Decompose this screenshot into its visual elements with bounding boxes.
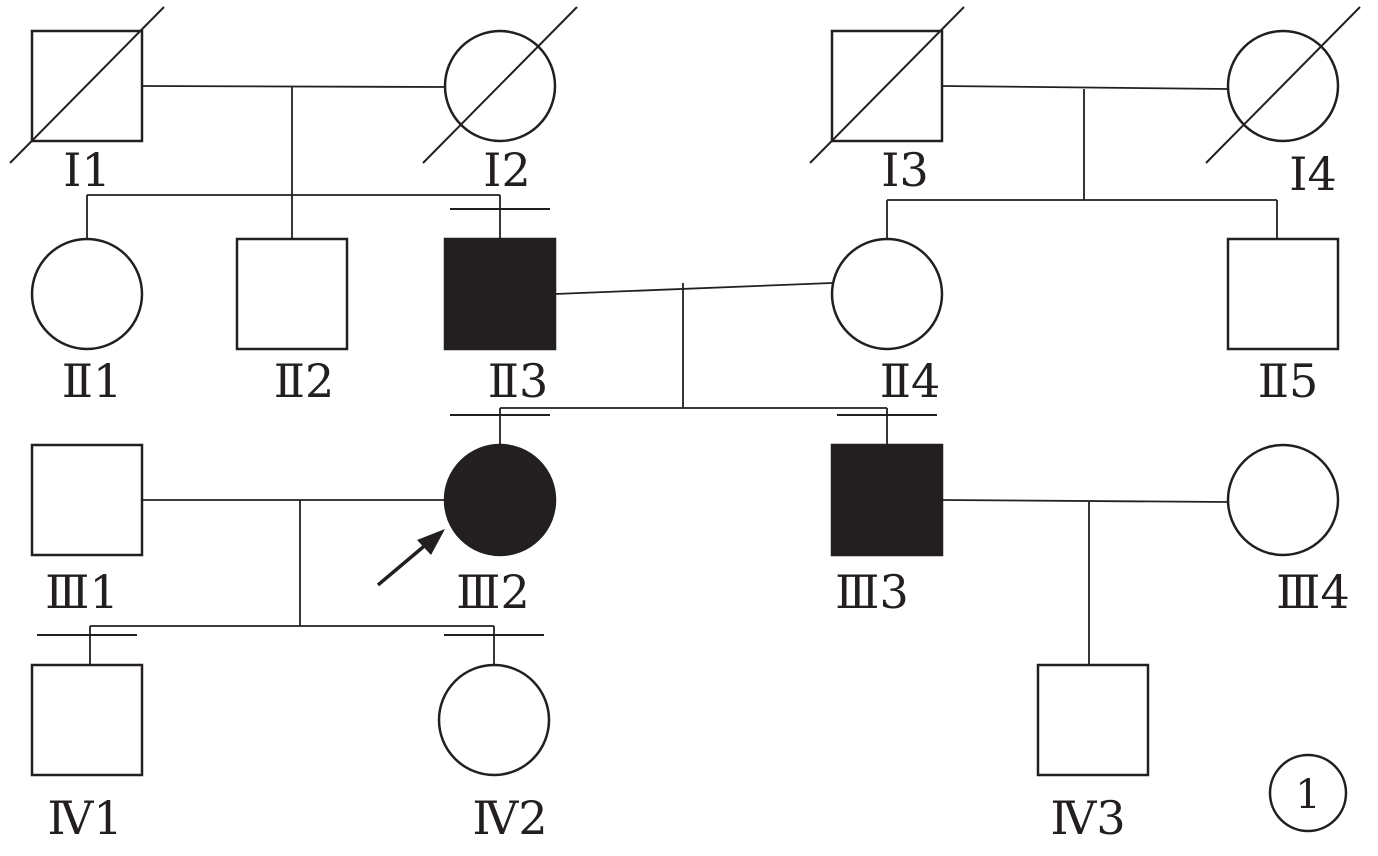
male-square-symbol bbox=[235, 237, 349, 351]
deceased-slash bbox=[809, 6, 965, 164]
female-circle-symbol bbox=[437, 663, 551, 777]
proband-arrow-head bbox=[417, 529, 445, 555]
panel-marker-circle bbox=[1268, 753, 1348, 833]
male-square-symbol bbox=[30, 663, 144, 777]
label-i3: Ⅰ3 bbox=[881, 143, 928, 197]
individual-ii2 bbox=[235, 237, 349, 351]
panel-marker: 1 bbox=[1268, 753, 1348, 833]
mating-line-ii3-ii4 bbox=[554, 282, 833, 295]
individual-i3 bbox=[809, 6, 965, 164]
label-i4: Ⅰ4 bbox=[1289, 147, 1336, 201]
individual-iii3 bbox=[830, 414, 944, 557]
deceased-slash bbox=[1205, 6, 1361, 164]
relationship-lines bbox=[86, 85, 1278, 665]
label-iii4: Ⅲ4 bbox=[1276, 565, 1350, 619]
female-circle-symbol bbox=[830, 237, 944, 351]
label-ii3: Ⅱ3 bbox=[488, 354, 549, 408]
label-iii1: Ⅲ1 bbox=[45, 565, 119, 619]
label-i2: Ⅰ2 bbox=[483, 143, 530, 197]
label-ii4: Ⅱ4 bbox=[880, 354, 941, 408]
label-ii1: Ⅱ1 bbox=[62, 354, 123, 408]
label-iv1: Ⅳ1 bbox=[47, 791, 122, 845]
mating-line-iii3-iii4 bbox=[941, 499, 1229, 503]
female-circle-symbol bbox=[1226, 29, 1340, 143]
label-iv2: Ⅳ2 bbox=[472, 791, 547, 845]
individuals bbox=[9, 6, 1361, 777]
individual-i2 bbox=[422, 6, 578, 164]
label-ii2: Ⅱ2 bbox=[274, 354, 335, 408]
label-iii2: Ⅲ2 bbox=[456, 565, 530, 619]
male-square-symbol bbox=[830, 443, 944, 557]
individual-iv3 bbox=[1036, 663, 1150, 777]
individual-iv1 bbox=[30, 634, 144, 777]
male-square-symbol bbox=[830, 29, 944, 143]
male-square-symbol bbox=[30, 443, 144, 557]
female-circle-symbol bbox=[1226, 443, 1340, 557]
individual-i4 bbox=[1205, 6, 1361, 164]
deceased-slash bbox=[422, 6, 578, 164]
label-ii5: Ⅱ5 bbox=[1258, 354, 1319, 408]
female-circle-symbol bbox=[443, 29, 557, 143]
label-iii3: Ⅲ3 bbox=[835, 565, 909, 619]
mating-line-i3-i4 bbox=[941, 85, 1229, 90]
label-i1: Ⅰ1 bbox=[63, 143, 110, 197]
individual-iv2 bbox=[437, 634, 551, 777]
individual-ii3 bbox=[443, 208, 557, 351]
individual-ii4 bbox=[830, 237, 944, 351]
mating-line-i1-i2 bbox=[141, 85, 446, 88]
individual-i1 bbox=[9, 6, 165, 164]
female-circle-symbol bbox=[443, 443, 557, 557]
male-square-symbol bbox=[30, 29, 144, 143]
individual-iii4 bbox=[1226, 443, 1340, 557]
panel-marker-label: 1 bbox=[1295, 772, 1320, 818]
male-square-symbol bbox=[1226, 237, 1340, 351]
deceased-slash bbox=[9, 6, 165, 164]
individual-ii5 bbox=[1226, 237, 1340, 351]
individual-iii1 bbox=[30, 443, 144, 557]
individual-iii2 bbox=[376, 414, 557, 587]
label-iv3: Ⅳ3 bbox=[1050, 791, 1125, 845]
male-square-symbol bbox=[1036, 663, 1150, 777]
female-circle-symbol bbox=[30, 237, 144, 351]
male-square-symbol bbox=[443, 237, 557, 351]
individual-ii1 bbox=[30, 237, 144, 351]
